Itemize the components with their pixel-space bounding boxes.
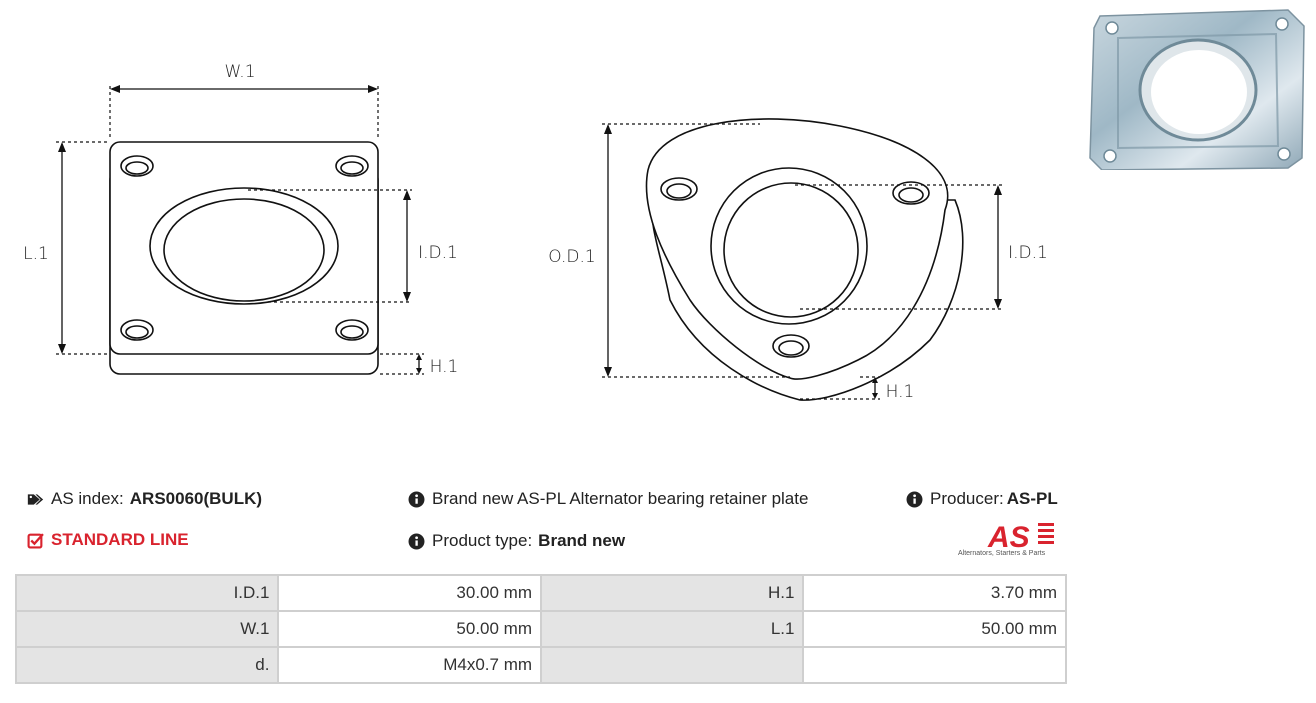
product-type-value: Brand new — [538, 531, 626, 550]
table-row: W.1 50.00 mm L.1 50.00 mm — [14, 610, 1067, 648]
spec-value: 50.00 mm — [277, 610, 543, 648]
as-index: AS index: ARS0060(BULK) — [27, 489, 262, 509]
table-row: I.D.1 30.00 mm H.1 3.70 mm — [14, 574, 1067, 612]
product-photo[interactable] — [1088, 8, 1306, 170]
spec-label: H.1 — [540, 574, 805, 612]
h1-label-left: H.1 — [430, 357, 459, 377]
spec-value: M4x0.7 mm — [277, 646, 543, 684]
spec-value: 50.00 mm — [802, 610, 1067, 648]
description-text: Brand new AS-PL Alternator bearing retai… — [432, 489, 809, 508]
id1-label-left: I.D.1 — [418, 243, 458, 263]
producer: Producer: AS-PL — [906, 489, 1058, 509]
info-icon — [906, 491, 923, 507]
square-plate-drawing: W.1 L.1 I.D.1 H.1 — [23, 62, 458, 377]
as-index-value: ARS0060(BULK) — [129, 489, 263, 508]
logo-text: AS — [987, 521, 1030, 554]
logo-tagline: Alternators, Starters & Parts — [958, 550, 1046, 557]
spec-value: 30.00 mm — [277, 574, 543, 612]
product-type-label: Product type: — [432, 531, 533, 550]
producer-value: AS-PL — [1006, 489, 1058, 508]
product-type: Product type: Brand new — [408, 531, 625, 551]
spec-value — [802, 646, 1067, 684]
technical-drawing: W.1 L.1 I.D.1 H.1 — [23, 62, 1048, 402]
spec-label — [540, 646, 805, 684]
standard-line-label: STANDARD LINE — [51, 530, 189, 549]
mounting-holes — [660, 177, 930, 358]
as-pl-logo: AS — [987, 521, 1054, 554]
mounting-holes — [120, 155, 369, 341]
table-row: d. M4x0.7 mm — [14, 646, 1067, 684]
info-icon — [408, 533, 425, 549]
spec-label: L.1 — [540, 610, 805, 648]
od1-label: O.D.1 — [548, 247, 595, 267]
producer-label: Producer: — [930, 489, 1004, 508]
spec-label: I.D.1 — [14, 574, 280, 612]
description: Brand new AS-PL Alternator bearing retai… — [408, 489, 808, 509]
standard-line-badge: STANDARD LINE — [27, 530, 189, 550]
as-index-label: AS index: — [51, 489, 124, 508]
tags-icon — [27, 493, 44, 505]
info-icon — [408, 491, 425, 507]
h1-label-right: H.1 — [886, 382, 915, 402]
triangular-plate-drawing: O.D.1 I.D.1 H.1 — [548, 118, 1048, 402]
w1-label: W.1 — [224, 62, 255, 82]
spec-value: 3.70 mm — [802, 574, 1067, 612]
id1-label-right: I.D.1 — [1008, 243, 1048, 263]
spec-label: d. — [14, 646, 280, 684]
l1-label: L.1 — [23, 244, 49, 264]
check-square-icon — [27, 532, 44, 548]
specs-table: I.D.1 30.00 mm H.1 3.70 mm W.1 50.00 mm … — [14, 574, 1067, 684]
spec-label: W.1 — [14, 610, 280, 648]
